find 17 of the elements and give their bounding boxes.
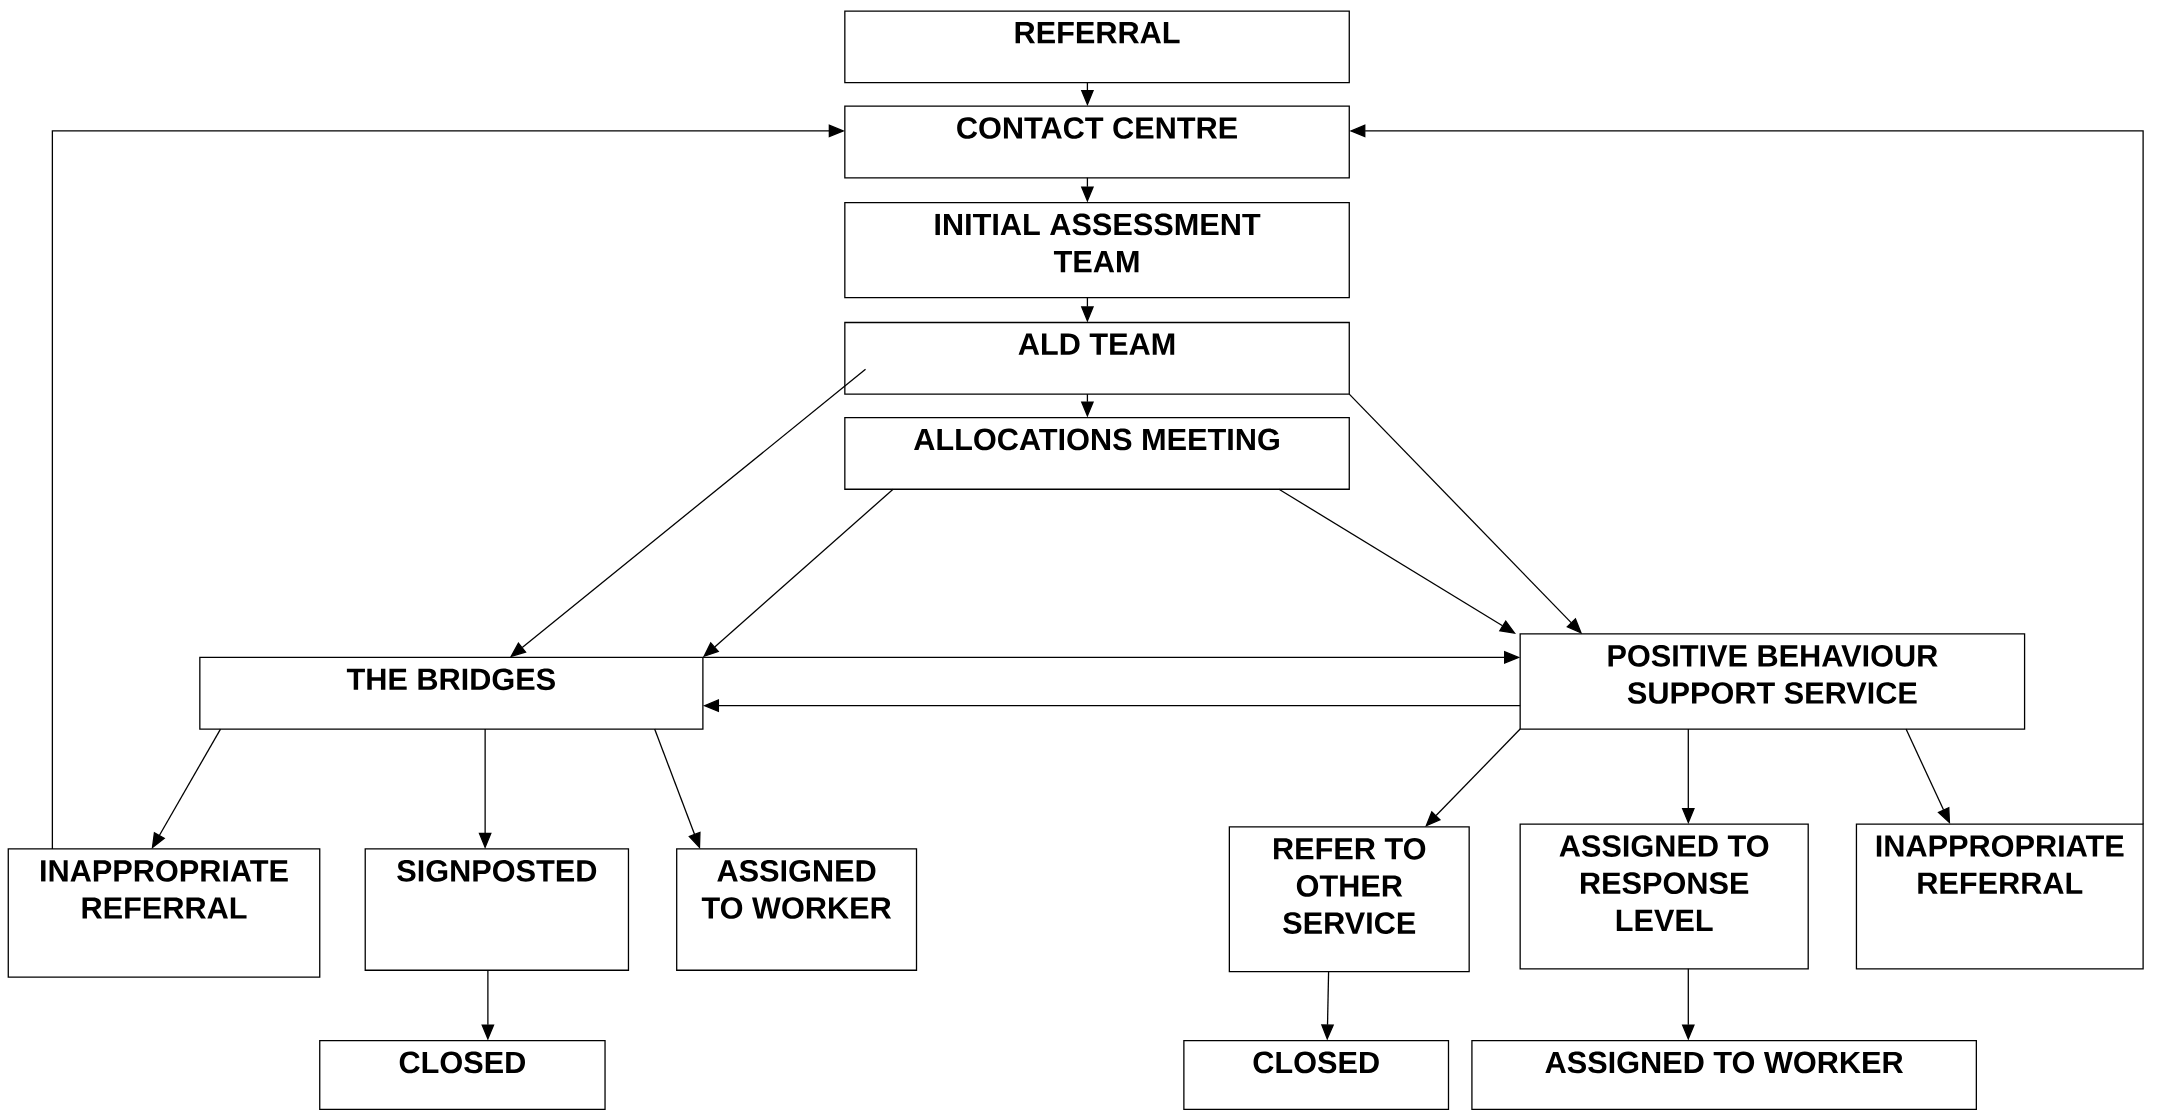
process-box: ALLOCATIONS MEETING [844,417,1350,490]
arrow [1425,728,1521,827]
process-box: CONTACT CENTRE [844,105,1350,179]
process-box: REFERRAL [844,10,1350,84]
process-box: SIGNPOSTED [364,848,630,971]
process-box: ASSIGNED TO WORKER [1471,1040,1977,1111]
process-box: THE BRIDGES [199,656,704,730]
process-box: POSITIVE BEHAVIOUR SUPPORT SERVICE [1519,633,2026,730]
process-box: ASSIGNED TO WORKER [676,848,918,971]
process-box: CLOSED [319,1040,606,1111]
process-box: INAPPROPRIATE REFERRAL [7,848,321,978]
process-box: ASSIGNED TO RESPONSE LEVEL [1519,823,1809,970]
process-box: INITIAL ASSESSMENT TEAM [844,202,1350,299]
process-box: CLOSED [1183,1040,1450,1111]
process-box: INAPPROPRIATE REFERRAL [1855,823,2144,970]
process-box: ALD TEAM [844,321,1350,395]
process-box: REFER TO OTHER SERVICE [1228,826,1470,973]
